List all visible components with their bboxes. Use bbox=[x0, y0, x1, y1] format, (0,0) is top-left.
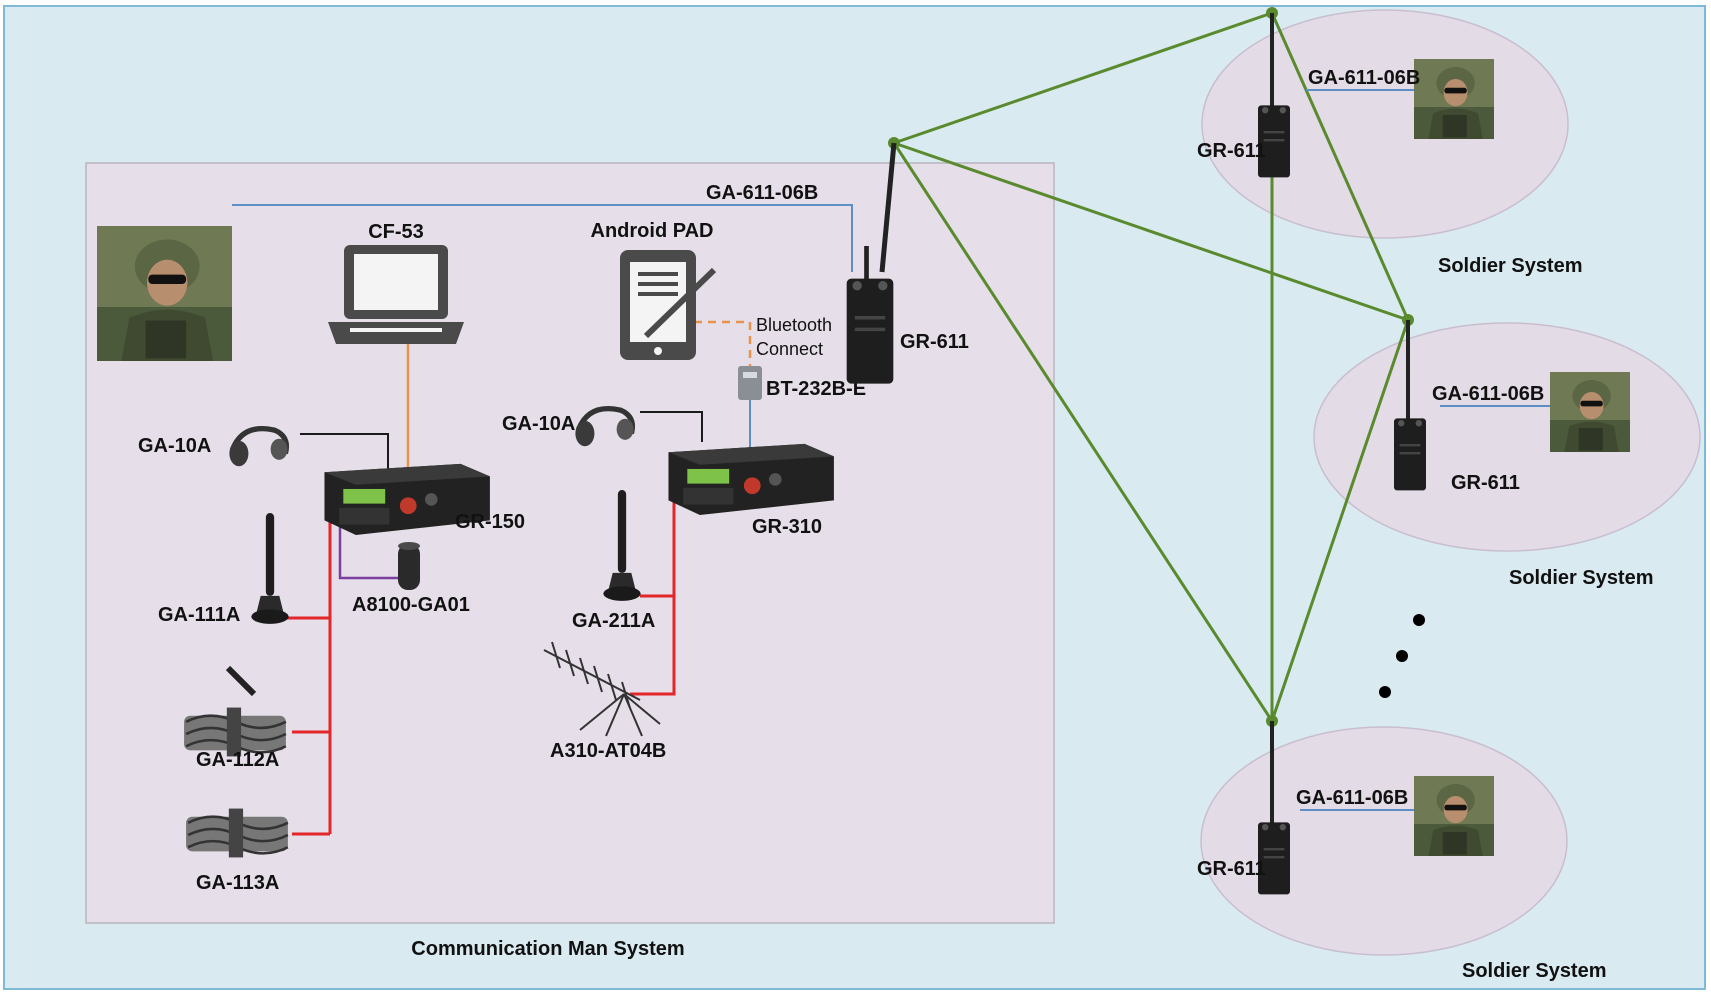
soldier-system-2-zone bbox=[1313, 322, 1701, 552]
bluetooth-link bbox=[694, 320, 752, 366]
soldier-system-3: GA-611-06B GR-611 Soldier System bbox=[1197, 721, 1607, 982]
tablet-icon bbox=[620, 250, 717, 360]
label-ga-10a-left: GA-10A bbox=[138, 435, 211, 457]
label-ga-113a: GA-113A bbox=[196, 872, 279, 894]
gr-611-main-radio bbox=[846, 142, 897, 384]
soldier-system-2: GA-611-06B GR-611 Soldier System bbox=[1394, 320, 1654, 589]
label-ga-611-06b-main: GA-611-06B bbox=[706, 182, 818, 204]
headset-right-cable bbox=[640, 411, 703, 442]
a8100-ga01-battery-icon bbox=[398, 542, 420, 590]
a310-at04b-yagi-antenna-icon bbox=[543, 641, 661, 737]
rf-cables-gr310 bbox=[630, 466, 676, 696]
label-android-pad: Android PAD bbox=[591, 220, 714, 242]
bt-232b-e-adapter-icon bbox=[738, 366, 762, 400]
soldier-system-1-zone bbox=[1201, 9, 1569, 239]
soldier-2-cable-label: GA-611-06B bbox=[1432, 383, 1544, 405]
soldier-system-1: GA-611-06B GR-611 Soldier System bbox=[1197, 13, 1583, 277]
label-ga-111a: GA-111A bbox=[158, 604, 240, 626]
comm-soldier-photo bbox=[97, 226, 232, 361]
label-ga-112a: GA-112A bbox=[196, 749, 279, 771]
ga-611-06b-cable-main bbox=[232, 204, 853, 272]
soldier-system-1-title: Soldier System bbox=[1438, 255, 1583, 277]
label-bt-232b-e: BT-232B-E bbox=[766, 378, 866, 400]
soldier-system-3-title: Soldier System bbox=[1462, 960, 1607, 982]
label-a310-at04b: A310-AT04B bbox=[550, 740, 666, 762]
soldier-system-3-zone bbox=[1200, 726, 1568, 956]
rf-cables-gr150 bbox=[286, 490, 332, 836]
more-soldier-systems-dots bbox=[1379, 614, 1425, 698]
communication-man-system-title: Communication Man System bbox=[411, 938, 684, 960]
soldier-2-radio-label: GR-611 bbox=[1451, 472, 1520, 494]
soldier-system-2-title: Soldier System bbox=[1509, 567, 1654, 589]
label-a8100-ga01: A8100-GA01 bbox=[352, 594, 470, 616]
soldier-3-cable-label: GA-611-06B bbox=[1296, 787, 1408, 809]
ga-112a-antenna-reel-icon bbox=[182, 665, 288, 758]
laptop-icon bbox=[328, 245, 464, 344]
label-connect: Connect bbox=[756, 339, 823, 359]
label-bluetooth: Bluetooth bbox=[756, 315, 832, 335]
label-ga-211a: GA-211A bbox=[572, 610, 655, 632]
soldier-1-cable-label: GA-611-06B bbox=[1308, 67, 1420, 89]
soldier-3-radio-label: GR-611 bbox=[1197, 858, 1266, 880]
label-cf-53: CF-53 bbox=[368, 221, 424, 243]
label-gr-611-main: GR-611 bbox=[900, 331, 969, 353]
soldier-1-radio-label: GR-611 bbox=[1197, 140, 1266, 162]
label-gr-150: GR-150 bbox=[455, 511, 525, 533]
label-gr-310: GR-310 bbox=[752, 516, 822, 538]
label-ga-10a-right: GA-10A bbox=[502, 413, 575, 435]
